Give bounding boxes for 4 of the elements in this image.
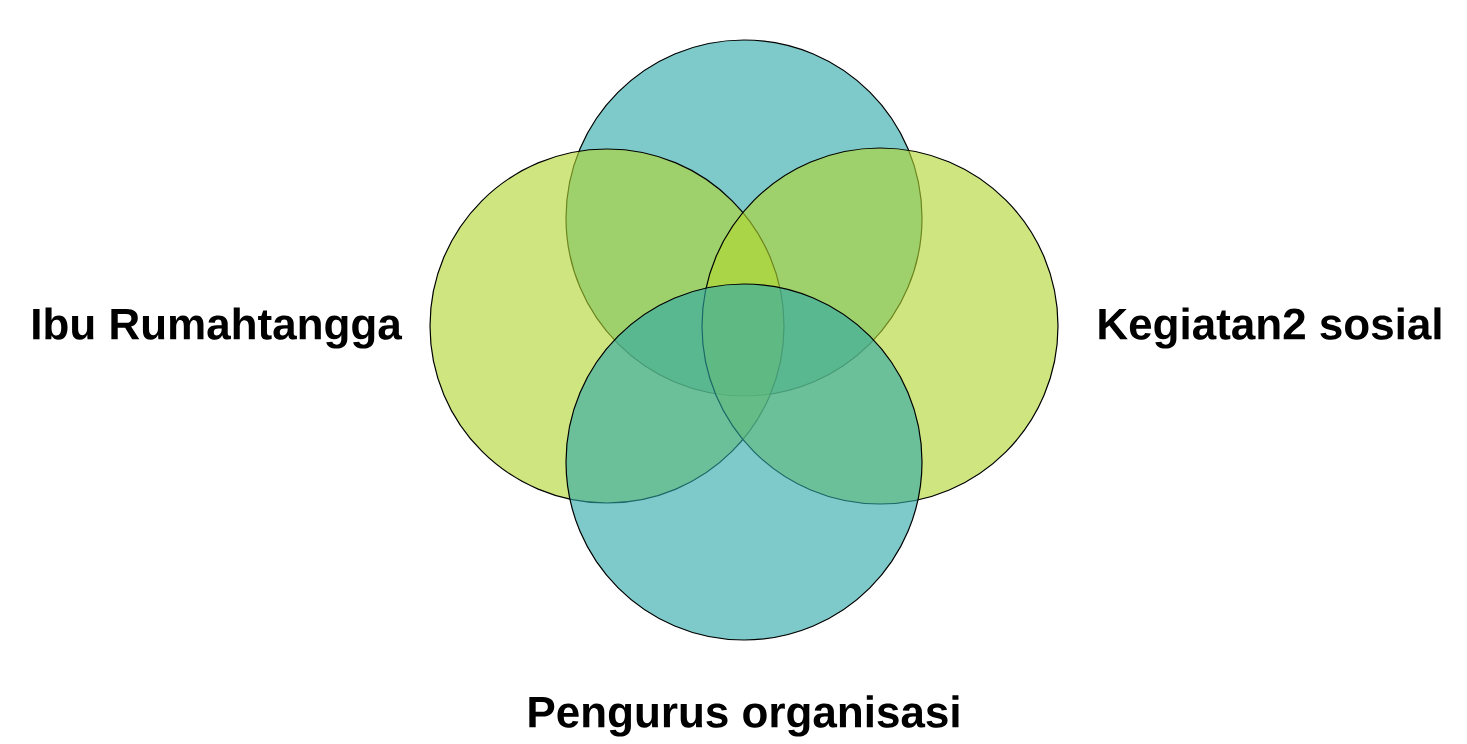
circle-label: Kegiatan2 sosial <box>1099 307 1441 349</box>
circle <box>565 283 923 641</box>
circle-label: Ibu Rumahtangga <box>33 307 403 349</box>
circle-label: Pengurus organisasi <box>529 695 959 737</box>
